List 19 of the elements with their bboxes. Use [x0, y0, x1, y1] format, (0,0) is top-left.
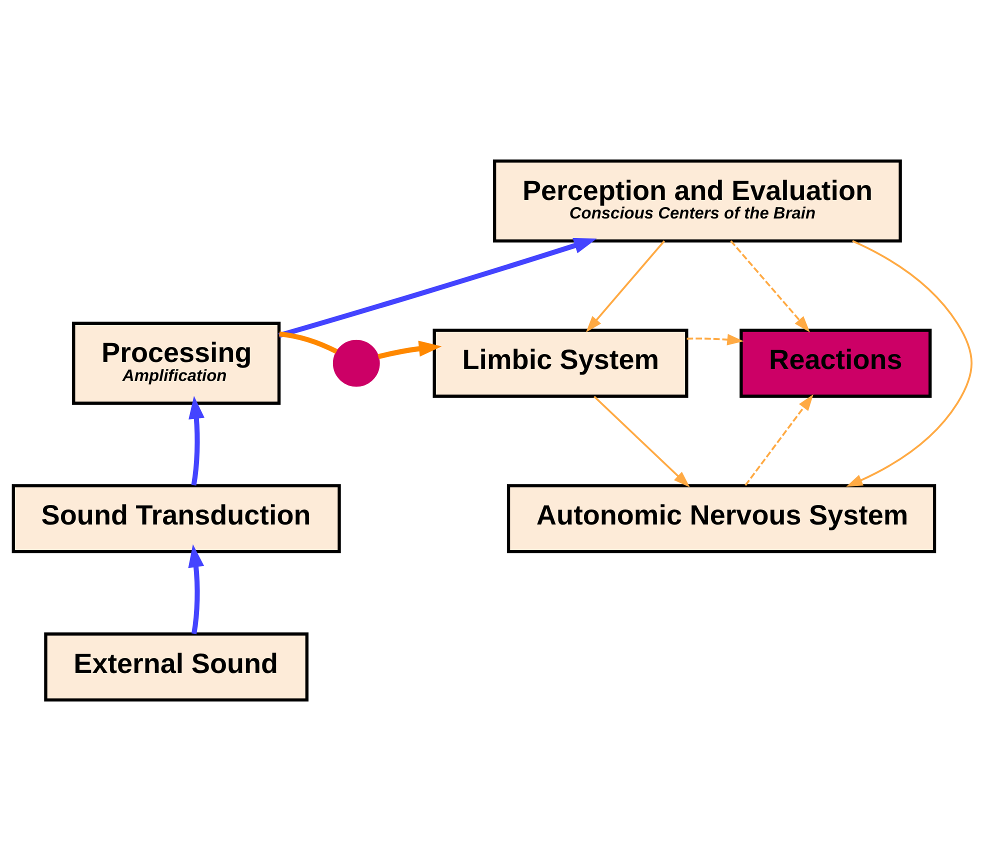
- arrow: [730, 240, 810, 332]
- node-circle: [332, 340, 380, 387]
- node-box: Sound Transduction: [12, 484, 341, 554]
- node-box: Processing Amplification: [72, 322, 281, 405]
- arrow: [846, 240, 972, 487]
- node-box: Autonomic Nervous System: [506, 484, 936, 554]
- arrow: [686, 334, 744, 346]
- arrow: [278, 238, 597, 338]
- arrow: [188, 544, 204, 634]
- arrow: [586, 240, 666, 332]
- arrow: [744, 394, 814, 486]
- connector: [279, 331, 338, 354]
- arrow: [378, 340, 442, 360]
- node-box: Limbic System: [432, 328, 688, 398]
- node-box: Perception and Evaluation Conscious Centers of the Brain: [493, 159, 902, 243]
- arrow: [594, 396, 690, 488]
- node-box: Reactions: [740, 328, 932, 398]
- arrow: [188, 396, 204, 486]
- node-box: External Sound: [44, 632, 308, 702]
